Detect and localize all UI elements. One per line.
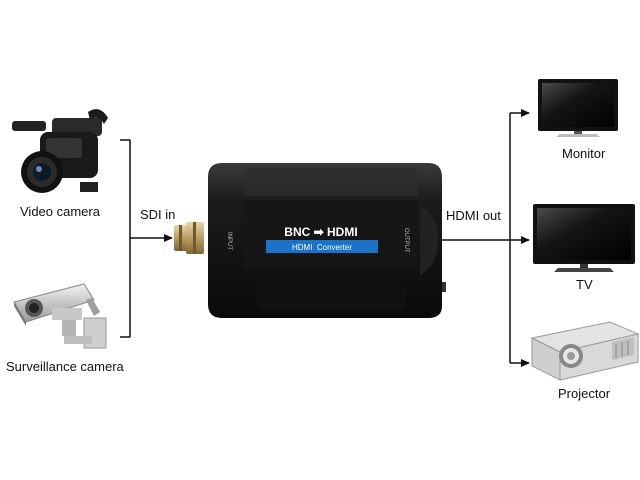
monitor-icon (538, 79, 618, 137)
source-label-video-camera: Video camera (20, 204, 100, 219)
output-label-monitor: Monitor (562, 146, 606, 161)
output-label-tv: TV (576, 277, 593, 292)
bnc-connector (174, 222, 204, 254)
converter-box (208, 163, 446, 318)
device-title: BNC ➡ HDMI (284, 225, 357, 239)
projector-icon (530, 321, 640, 381)
output-bracket (442, 109, 530, 367)
output-label: HDMI out (446, 208, 501, 223)
video-camera-icon (12, 109, 108, 193)
surveillance-camera-icon (13, 283, 107, 349)
output-port-label: OUTPUT (403, 228, 409, 253)
input-port-label: INPUT (226, 232, 232, 250)
input-bracket (120, 139, 173, 338)
device-badge: HDMI Converter (292, 243, 352, 252)
input-label: SDI in (140, 207, 176, 222)
tv-icon (533, 204, 635, 272)
source-label-surveillance-camera: Surveillance camera (6, 359, 124, 374)
output-label-projector: Projector (558, 386, 611, 401)
